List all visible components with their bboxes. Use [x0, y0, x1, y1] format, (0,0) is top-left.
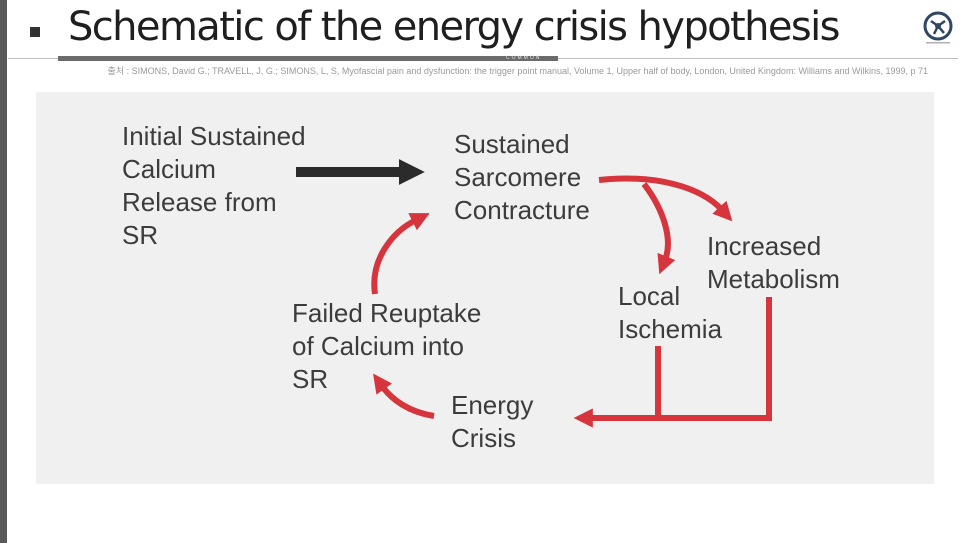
energy-crisis-cycle — [296, 159, 772, 428]
arrow-energy-crisis-to-reuptake — [373, 373, 435, 419]
node-energy-crisis: Energy Crisis — [451, 390, 534, 453]
node-initial-calcium-release: Initial Sustained Calcium Release from S… — [122, 121, 306, 250]
arrow-reuptake-to-contracture — [371, 213, 430, 295]
node-sustained-sarcomere-contracture: Sustained Sarcomere Contracture — [454, 129, 590, 225]
citation: 출처 : SIMONS, David G.; TRAVELL, J, G.; S… — [107, 66, 928, 76]
node-increased-metabolism: Increased Metabolism — [707, 231, 840, 294]
node-failed-reuptake: Failed Reuptake of Calcium into SR — [292, 298, 482, 394]
title-bullet — [30, 27, 40, 37]
logo-icon — [923, 11, 953, 44]
arrow-metabolism-to-energy-crisis — [573, 297, 772, 428]
rule-tag: COMMON — [506, 55, 542, 61]
node-local-ischemia: Local Ischemia — [618, 281, 723, 344]
arrow-contracture-to-metabolism — [598, 175, 733, 222]
arrow-contracture-to-ischemia — [641, 182, 676, 275]
slide-title: Schematic of the energy crisis hypothesi… — [68, 4, 840, 50]
title-underline — [58, 56, 558, 61]
left-accent-bar — [0, 0, 7, 543]
diagram-panel: Initial Sustained Calcium Release from S… — [36, 92, 934, 484]
